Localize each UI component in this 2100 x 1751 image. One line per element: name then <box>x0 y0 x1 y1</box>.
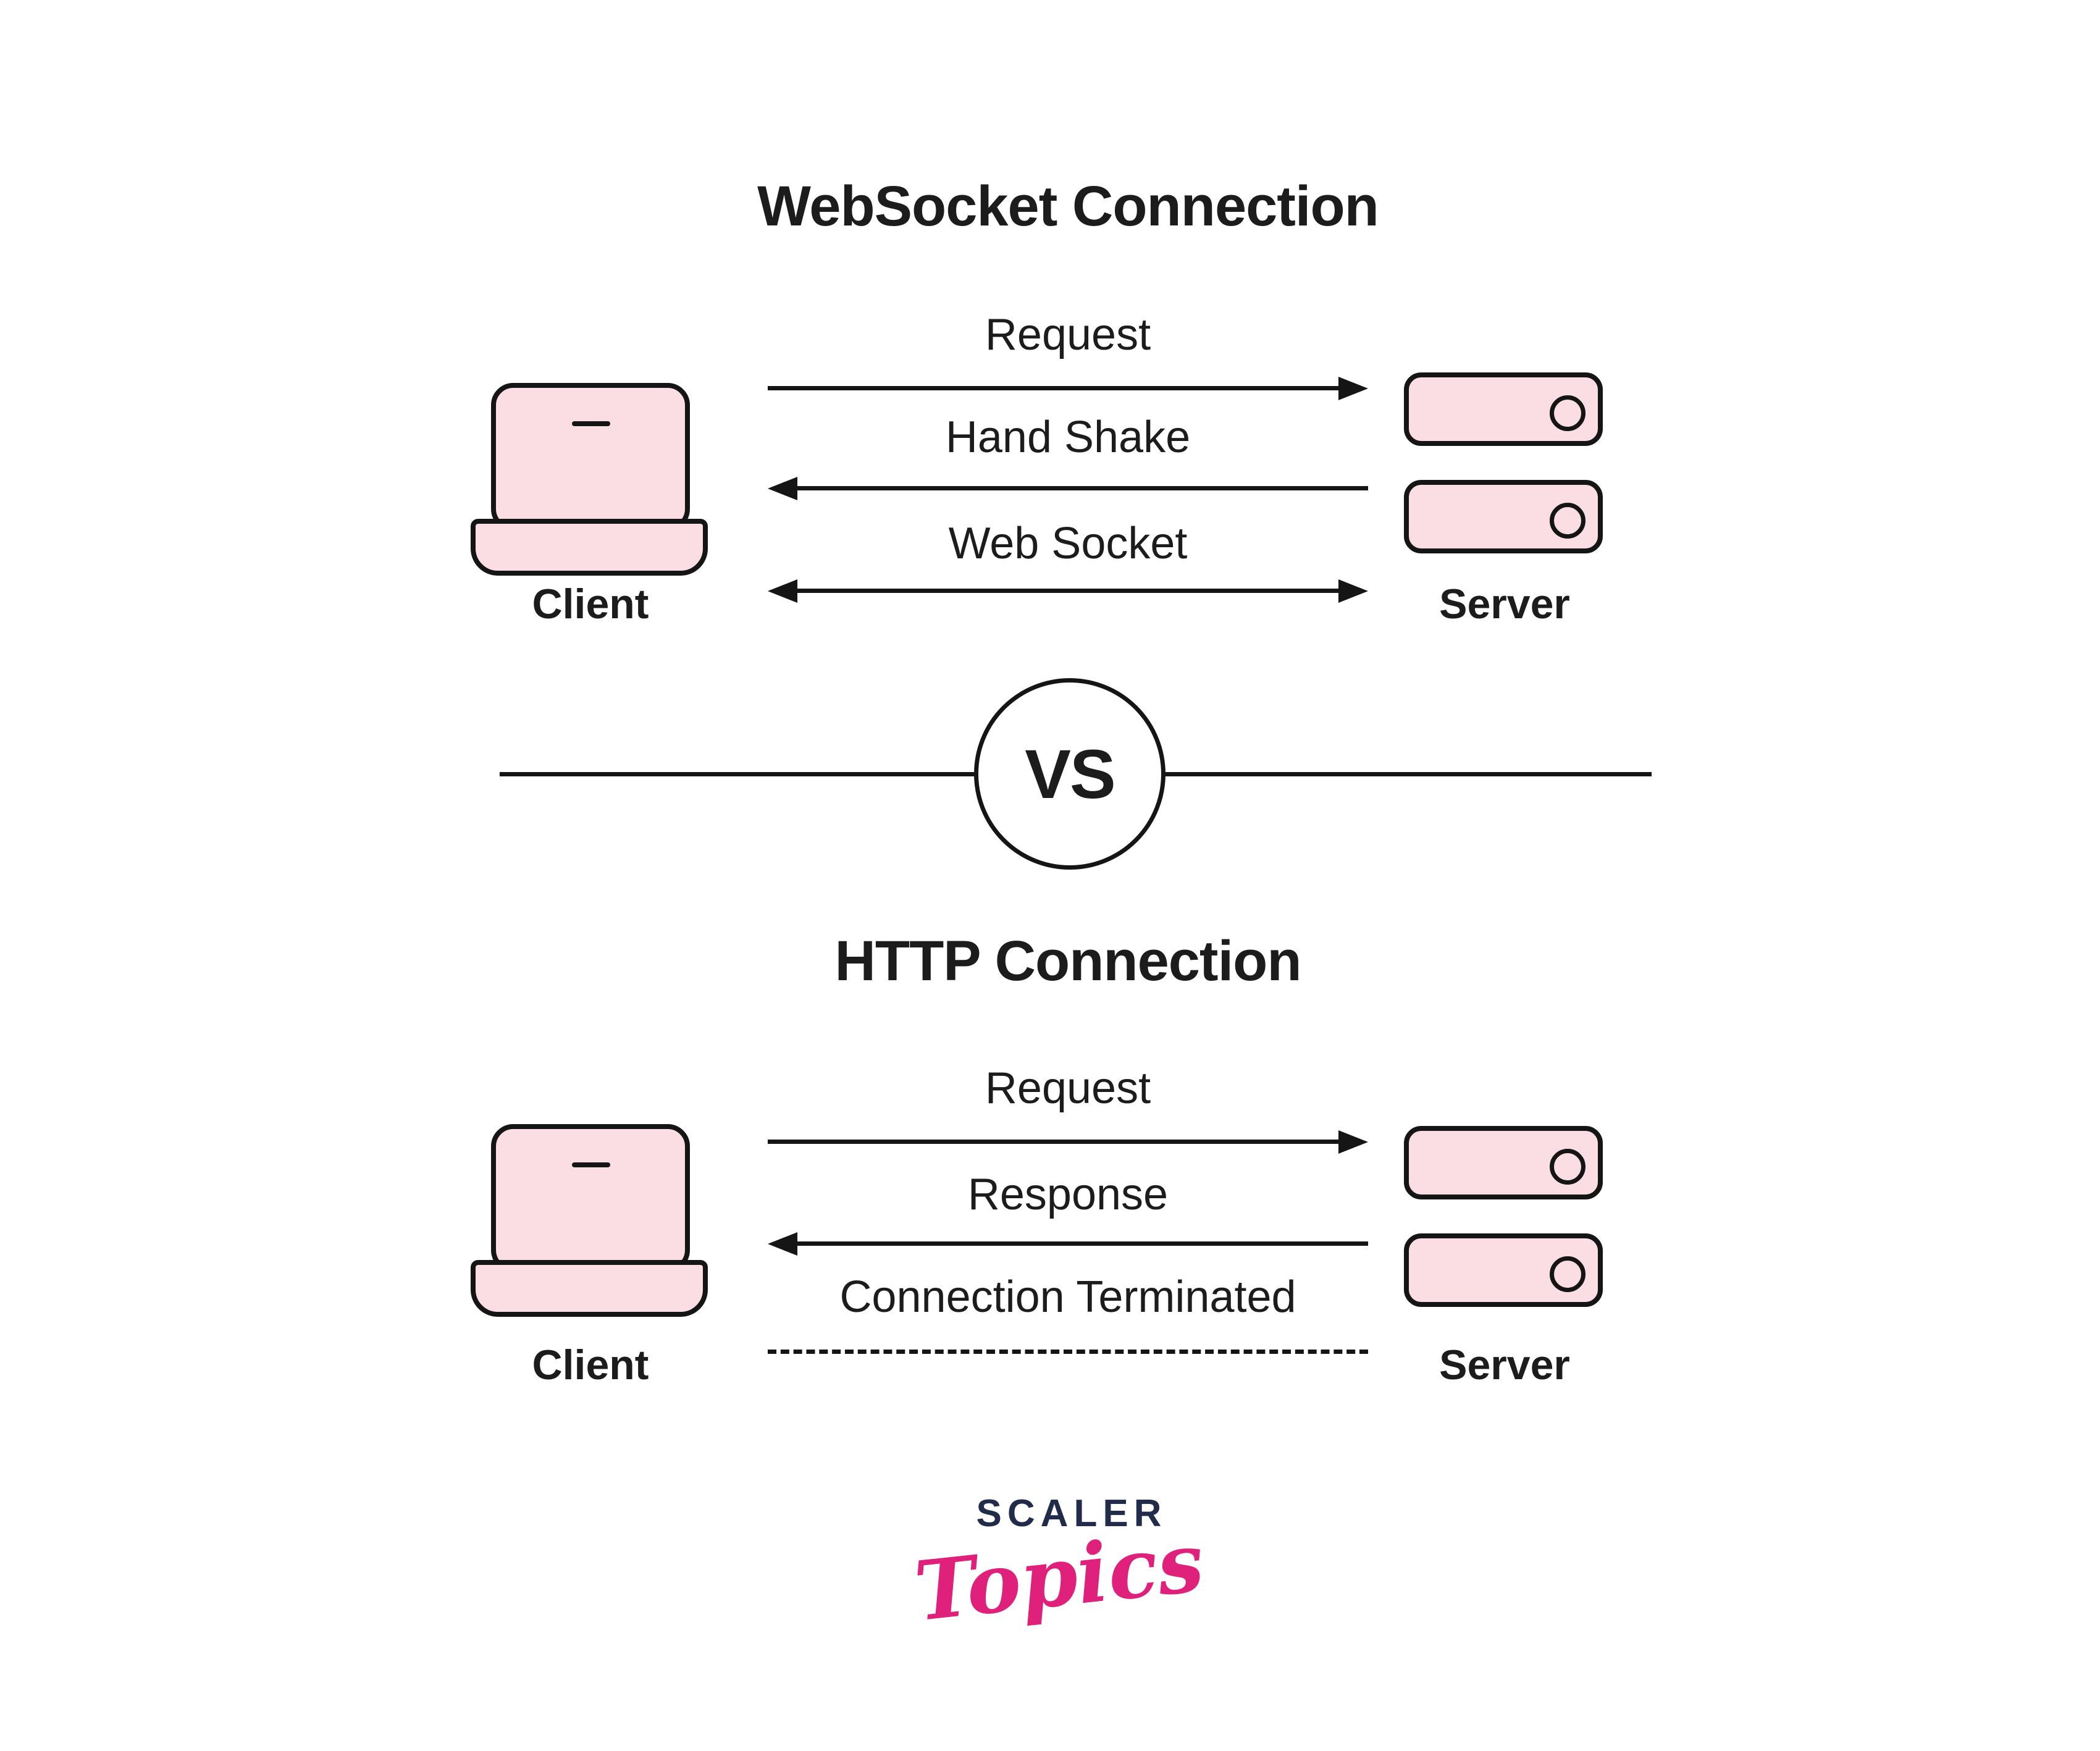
http-client-laptop-icon <box>471 1124 708 1317</box>
arrowhead-left-icon <box>768 579 797 603</box>
arrow-line <box>796 589 1340 593</box>
laptop-base <box>471 1260 708 1317</box>
topics-wordmark: Topics <box>910 1514 1208 1640</box>
vs-circle: VS <box>974 678 1166 870</box>
ws-request-label: Request <box>985 310 1151 359</box>
http-connection-terminated-dashed-line <box>768 1350 1368 1354</box>
arrow-line <box>768 1140 1342 1144</box>
http-section-title: HTTP Connection <box>834 930 1301 993</box>
server-led-circle <box>1550 1256 1586 1292</box>
arrowhead-left-icon <box>768 477 797 500</box>
laptop-screen <box>491 383 690 531</box>
scaler-wordmark: SCALER <box>976 1492 1167 1535</box>
arrowhead-right-icon <box>1338 1130 1368 1154</box>
laptop-camera-dash <box>572 1162 610 1167</box>
server-led-circle <box>1550 1149 1586 1185</box>
laptop-camera-dash <box>572 421 610 426</box>
http-client-label: Client <box>532 1342 649 1388</box>
ws-server-label: Server <box>1439 581 1570 628</box>
server-unit <box>1404 1126 1603 1199</box>
server-led-circle <box>1550 395 1586 431</box>
server-led-circle <box>1550 503 1586 539</box>
arrow-line <box>796 1241 1368 1246</box>
ws-client-label: Client <box>532 581 649 628</box>
arrowhead-right-icon <box>1338 579 1368 603</box>
arrowhead-right-icon <box>1338 377 1368 400</box>
ws-websocket-label: Web Socket <box>948 519 1188 568</box>
arrow-line <box>768 386 1342 390</box>
http-request-label: Request <box>985 1064 1151 1113</box>
ws-client-laptop-icon <box>471 383 708 576</box>
vs-label: VS <box>1025 735 1115 813</box>
http-connection-terminated-label: Connection Terminated <box>839 1272 1296 1322</box>
websocket-section-title: WebSocket Connection <box>757 175 1379 238</box>
arrow-line <box>796 486 1368 490</box>
http-response-label: Response <box>967 1170 1169 1219</box>
server-unit <box>1404 1233 1603 1307</box>
http-server-label: Server <box>1439 1342 1570 1388</box>
laptop-screen <box>491 1124 690 1272</box>
server-unit <box>1404 480 1603 553</box>
server-unit <box>1404 372 1603 446</box>
ws-handshake-label: Hand Shake <box>945 413 1191 462</box>
arrowhead-left-icon <box>768 1232 797 1256</box>
laptop-base <box>471 519 708 576</box>
